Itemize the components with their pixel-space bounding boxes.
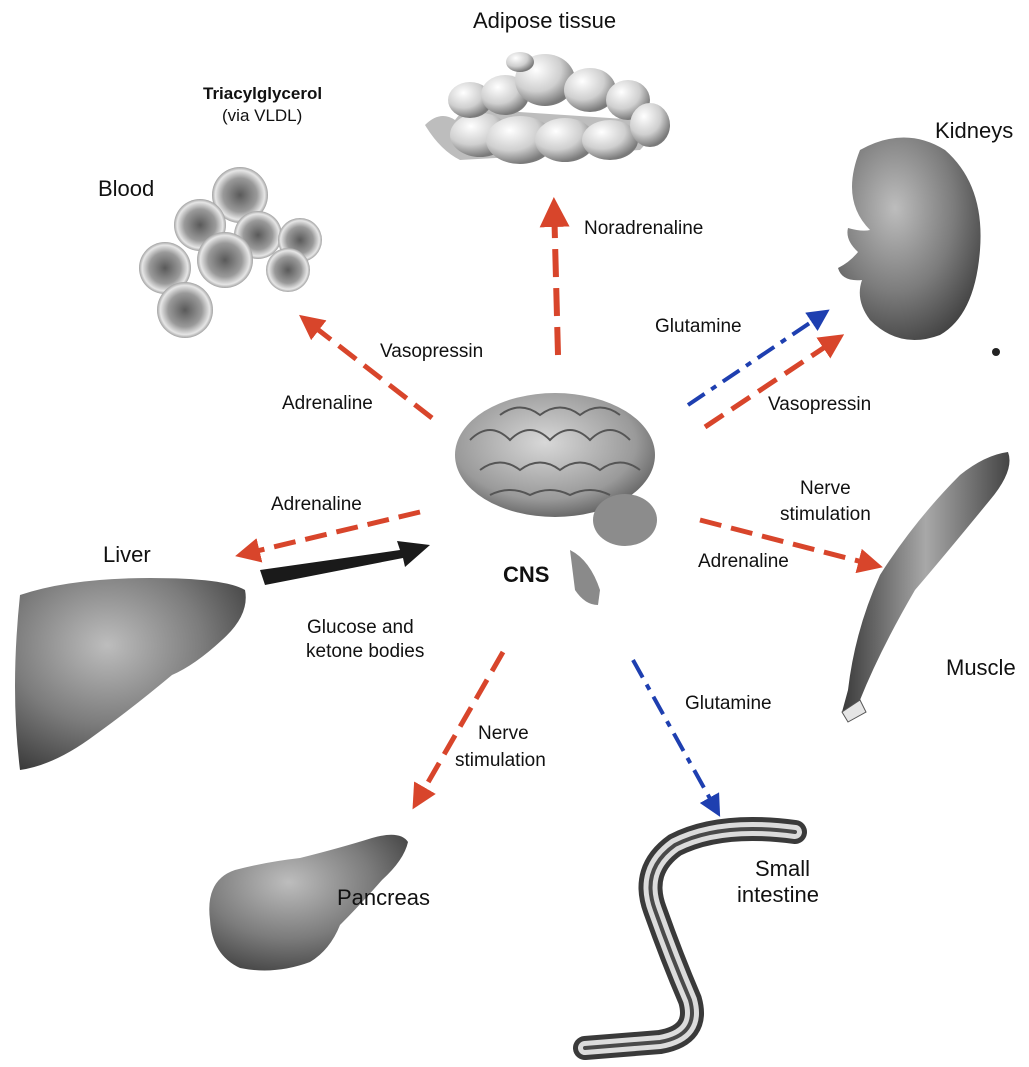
nerve-stimulation-pancreas-label-line2: stimulation: [455, 750, 546, 772]
adipose-tissue-label: Adipose tissue: [473, 10, 616, 32]
small-intestine-label-line1: Small: [755, 858, 810, 880]
kidneys-label: Kidneys: [935, 120, 1013, 142]
nerve-stimulation-pancreas-label-line1: Nerve: [478, 723, 529, 745]
adrenaline-muscle-label: Adrenaline: [698, 551, 789, 573]
nerve-stimulation-muscle-label-line2: stimulation: [780, 504, 871, 526]
glucose-ketone-label-line2: ketone bodies: [306, 641, 424, 663]
adipose-tissue-illustration: [425, 52, 670, 164]
small-intestine-label-line2: intestine: [737, 884, 819, 906]
adrenaline-liver-label: Adrenaline: [271, 494, 362, 516]
pancreas-label: Pancreas: [337, 887, 430, 909]
arrow-cns-to-intestine: [633, 660, 718, 813]
nerve-stimulation-muscle-label-line1: Nerve: [800, 478, 851, 500]
arrow-cns-to-liver: [240, 512, 420, 555]
glucose-ketone-label-line1: Glucose and: [307, 617, 414, 639]
liver-illustration: [15, 578, 246, 770]
glutamine-intestine-label: Glutamine: [685, 693, 772, 715]
arrow-cns-to-adipose: [554, 203, 558, 355]
muscle-label: Muscle: [946, 657, 1016, 679]
glutamine-kidney-label: Glutamine: [655, 316, 742, 338]
noradrenaline-label: Noradrenaline: [584, 218, 703, 240]
vasopressin-blood-label: Vasopressin: [380, 341, 483, 363]
triacylglycerol-label-line1: Triacylglycerol: [203, 83, 322, 105]
blood-label: Blood: [98, 178, 154, 200]
adrenaline-blood-label: Adrenaline: [282, 393, 373, 415]
brain-illustration: [455, 393, 657, 605]
cns-label: CNS: [503, 564, 549, 586]
blood-cells-illustration: [139, 167, 322, 338]
vasopressin-kidney-label: Vasopressin: [768, 394, 871, 416]
kidney-illustration: [838, 138, 1000, 357]
liver-label: Liver: [103, 544, 151, 566]
muscle-illustration: [842, 452, 1010, 722]
triacylglycerol-label-line2: (via VLDL): [222, 105, 302, 127]
arrow-liver-to-cns: [260, 541, 430, 585]
